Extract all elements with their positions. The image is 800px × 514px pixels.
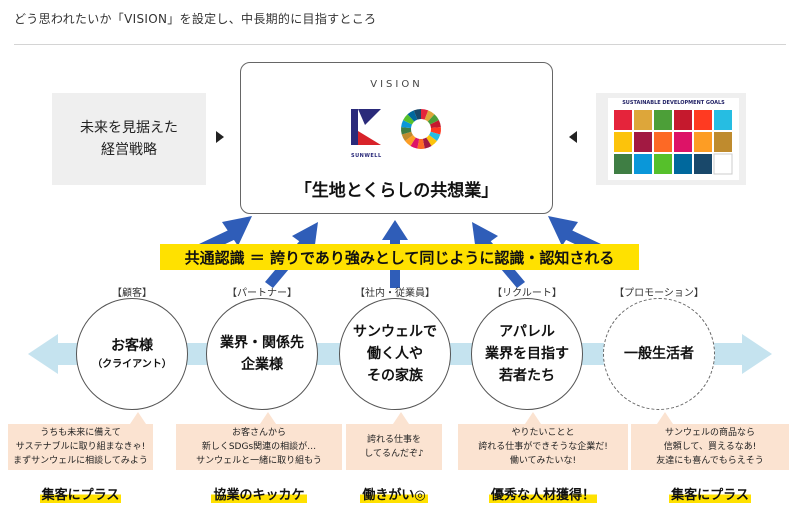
vision-box: VISION SUNWELL 「生地とくらしの共想業」 [240, 62, 553, 214]
stakeholder-name-line: 業界を目指す [485, 346, 569, 362]
speech-bubble-line: サンウェルと一緒に取り組もう [196, 456, 322, 466]
sdgs-goal-tile [654, 110, 672, 130]
stakeholder-category: 【顧客】 [112, 288, 152, 299]
stakeholder-circle: アパレル業界を目指す若者たち [471, 298, 583, 410]
speech-bubble-line: 信頼して、買えるなあ! [663, 442, 757, 452]
strategy-line-1: 未来を見据えた [80, 120, 178, 136]
outcome-text: 集客にプラス [39, 488, 122, 503]
stakeholder-name-line: 一般生活者 [624, 346, 694, 362]
outcome-label: 働きがい◎ [346, 484, 442, 503]
sdgs-goal-tile [714, 110, 732, 130]
sdgs-goal-tile [694, 110, 712, 130]
sdgs-goal-tile [654, 154, 672, 174]
outcome-label: 集客にプラス [631, 484, 789, 503]
stakeholder-name-line: 業界・関係先 [220, 335, 304, 351]
sdgs-goal-tile [634, 132, 652, 152]
speech-bubble-line: 誇れる仕事ができそうな企業だ! [478, 442, 608, 452]
sdgs-poster: SUSTAINABLE DEVELOPMENT GOALS [608, 98, 739, 180]
stakeholder-name-line: サンウェルで [353, 324, 437, 340]
speech-bubble: サンウェルの商品なら信頼して、買えるなあ! 友達にも喜んでもらえそう [631, 424, 789, 470]
flow-band-left-arrowhead [28, 334, 58, 374]
sdgs-goal-tile [614, 110, 632, 130]
outcome-label: 協業のキッカケ [176, 484, 342, 503]
speech-bubble-line: やりたいことと [511, 428, 575, 438]
sdgs-poster-heading: SUSTAINABLE DEVELOPMENT GOALS [622, 100, 725, 106]
speech-bubble-line: お客さんから [231, 428, 286, 438]
stakeholder-circle: サンウェルで働く人やその家族 [339, 298, 451, 410]
left-pointer-triangle [216, 131, 224, 143]
speech-bubble-tail [525, 412, 541, 424]
sdgs-goal-tile [614, 132, 632, 152]
speech-bubble: やりたいことと誇れる仕事ができそうな企業だ! 働いてみたいな! [458, 424, 628, 470]
sdgs-goal-tile [674, 154, 692, 174]
sdgs-goal-tile [654, 132, 672, 152]
sdgs-goal-tile [634, 110, 652, 130]
stakeholder-category: 【パートナー】 [227, 288, 297, 299]
right-pointer-triangle [569, 131, 577, 143]
stakeholder-name-line: アパレル [499, 324, 555, 340]
sunwell-logo-text: SUNWELL [351, 153, 382, 159]
stakeholder-name-line: お客様 [111, 338, 153, 354]
speech-bubble: うちも未来に備えてサステナブルに取り組まなきゃ! まずサンウェルに相談してみよう [8, 424, 153, 470]
header-title: どう思われたいか「VISION」を設定し、中長期的に目指すところ [14, 12, 377, 26]
stakeholder-category: 【社内・従業員】 [355, 288, 435, 299]
outcome-label: 集客にプラス [8, 484, 153, 503]
sdgs-goal-tile [694, 154, 712, 174]
speech-bubble-tail [657, 412, 673, 424]
sdgs-goal-tile [694, 132, 712, 152]
flow-band-right-arrowhead [742, 334, 772, 374]
speech-bubble-line: 友達にも喜んでもらえそう [656, 456, 764, 466]
speech-bubble-line: サンウェルの商品なら [664, 428, 755, 438]
outcome-text: 協業のキッカケ [211, 488, 307, 503]
speech-bubble: 誇れる仕事をしてるんだぞ♪ [346, 424, 442, 470]
stakeholder-category: 【プロモーション】 [614, 288, 704, 299]
speech-bubble-line: 新しくSDGs関連の相談が… [201, 442, 317, 452]
stakeholder-name-line: 企業様 [241, 357, 283, 373]
speech-bubble-tail [130, 412, 146, 424]
sdgs-goal-tile [714, 132, 732, 152]
outcome-text: 集客にプラス [669, 488, 751, 503]
speech-bubble-line: まずサンウェルに相談してみよう [13, 456, 148, 466]
sdgs-goal-tile [713, 153, 733, 175]
stakeholder-name-line: その家族 [367, 368, 423, 384]
sunwell-logo [351, 109, 381, 145]
sdgs-goal-tile [614, 154, 632, 174]
sdgs-goal-tile [674, 132, 692, 152]
stakeholder-name-line: 働く人や [367, 346, 423, 362]
speech-bubble-tail [393, 412, 409, 424]
outcome-text: 優秀な人材獲得！ [488, 488, 597, 503]
speech-bubble-line: 誇れる仕事を [366, 435, 421, 445]
vision-title: VISION [370, 79, 423, 90]
stakeholder-subname: （クライアント） [92, 359, 172, 370]
header-divider [14, 44, 786, 45]
outcome-label: 優秀な人材獲得！ [458, 484, 628, 503]
speech-bubble: お客さんから新しくSDGs関連の相談が… サンウェルと一緒に取り組もう [176, 424, 342, 470]
speech-bubble-line: 働いてみたいな! [509, 456, 577, 466]
common-recognition-banner: 共通認識 ＝ 誇りであり強みとして同じように認識・認知される [160, 244, 639, 270]
sdgs-goal-tile [674, 110, 692, 130]
stakeholder-circle: 一般生活者 [603, 298, 715, 410]
stakeholder-circle: お客様 （クライアント） [76, 298, 188, 410]
vision-statement: 「生地とくらしの共想業」 [294, 181, 499, 201]
stakeholder-name-line: 若者たち [499, 368, 555, 384]
strategy-line-2: 経営戦略 [101, 142, 157, 158]
speech-bubble-line: サステナブルに取り組まなきゃ! [15, 442, 146, 452]
speech-bubble-line: うちも未来に備えて [40, 428, 121, 438]
sdgs-wheel-logo [401, 109, 441, 149]
speech-bubble-tail [260, 412, 276, 424]
stakeholder-circle: 業界・関係先企業様 [206, 298, 318, 410]
sdgs-goal-grid [614, 110, 733, 175]
strategy-box: 未来を見据えた 経営戦略 [52, 93, 206, 185]
speech-bubble-line: してるんだぞ♪ [364, 449, 424, 459]
outcome-text: 働きがい◎ [360, 488, 428, 503]
sdgs-goal-tile [634, 154, 652, 174]
stakeholder-category: 【リクルート】 [492, 288, 562, 299]
